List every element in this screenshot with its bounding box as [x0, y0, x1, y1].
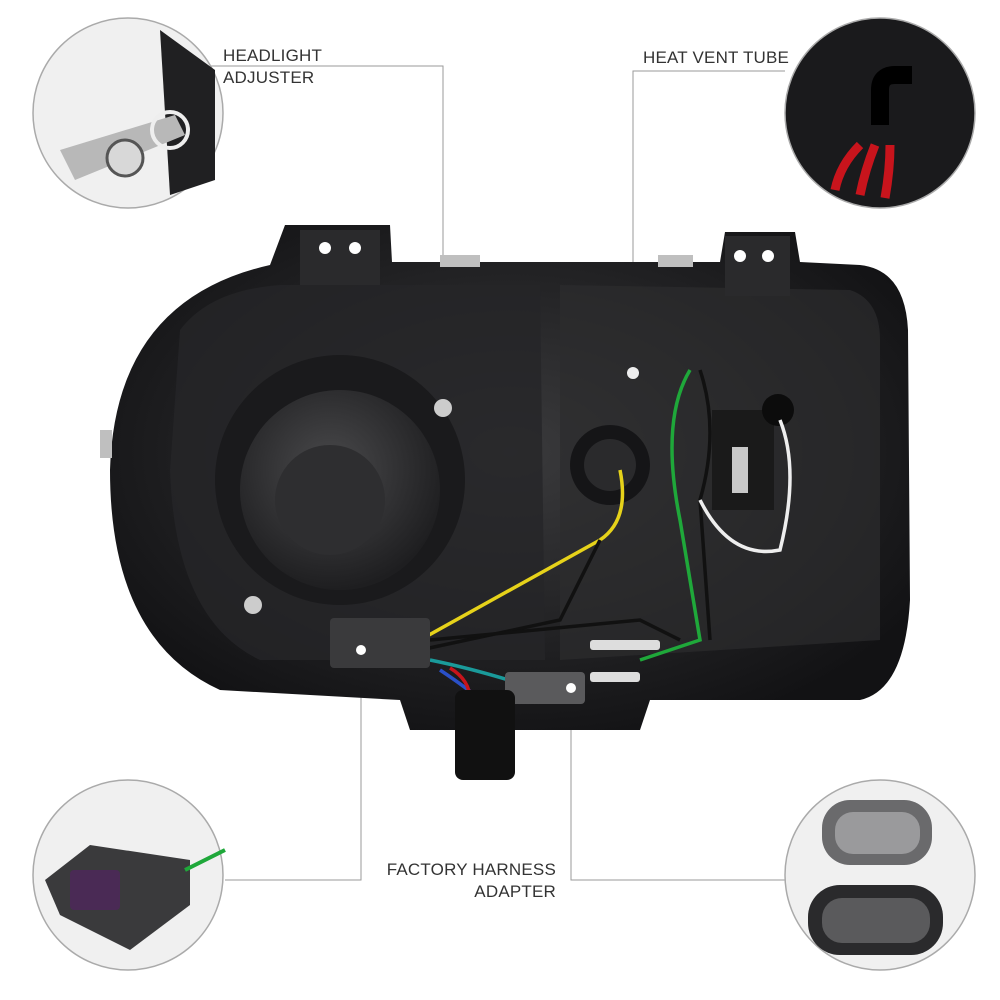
- wiring: [419, 369, 792, 702]
- detail-harness-connector: [32, 779, 226, 971]
- detail-adjuster: [32, 17, 224, 209]
- h13-plug: [455, 690, 515, 780]
- callout-text: FACTORY HARNESS: [386, 860, 556, 879]
- callout-text: ADJUSTER: [223, 68, 315, 87]
- adjuster-bolt: [434, 399, 452, 417]
- headlight-housing: [100, 225, 910, 730]
- callout-heat-vent-tube: HEAT VENT TUBE: [643, 48, 790, 67]
- detail-plugs: [784, 779, 976, 971]
- callout-headlight-adjuster: HEADLIGHT ADJUSTER: [223, 45, 322, 89]
- harness-connector: [330, 618, 430, 668]
- callout-text: HEADLIGHT: [223, 46, 323, 65]
- callout-factory-harness-adapter: FACTORY HARNESS ADAPTER: [387, 859, 556, 903]
- callout-text: ADAPTER: [474, 882, 556, 901]
- detail-heat-vent: [784, 17, 976, 209]
